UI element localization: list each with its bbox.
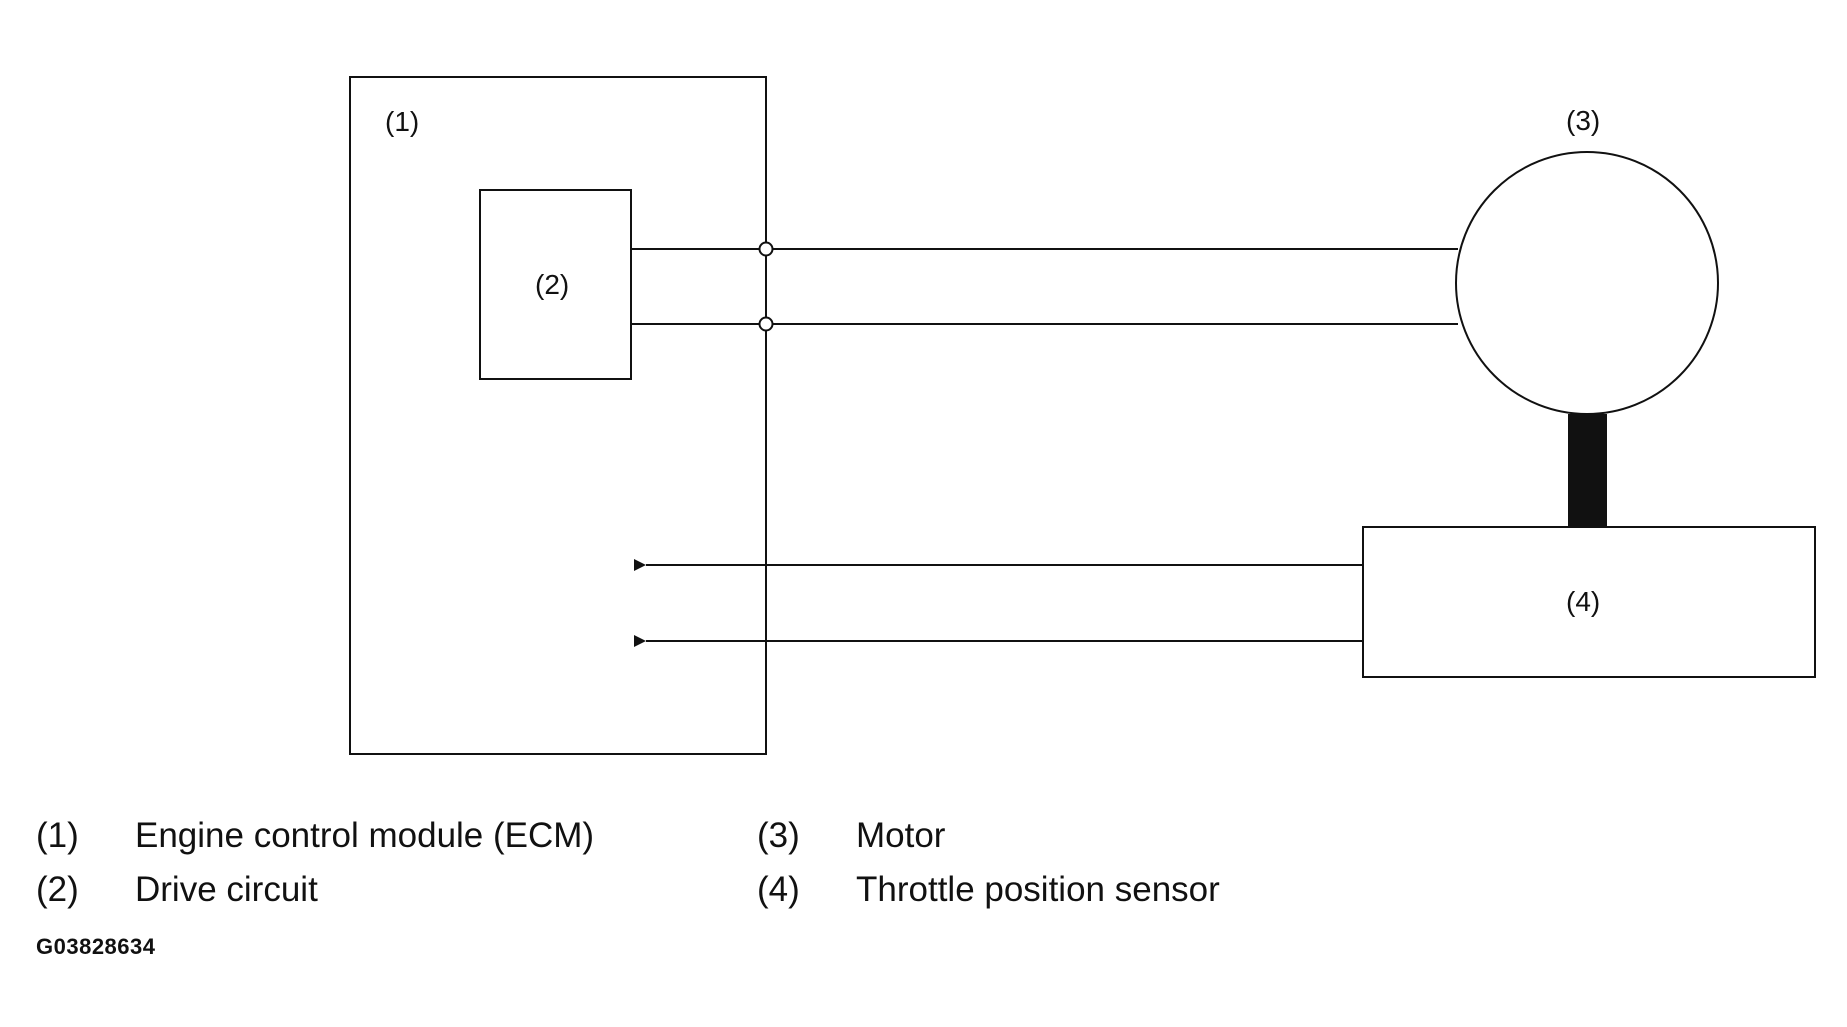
figure-id: G03828634: [36, 934, 156, 959]
drive-circuit-tag: (2): [535, 269, 569, 300]
motor-circle: [1455, 151, 1719, 415]
legend-label: Drive circuit: [135, 870, 318, 909]
sensor-box: [1362, 526, 1816, 678]
motor-shaft: [1568, 414, 1607, 528]
sensor-tag: (4): [1566, 586, 1600, 617]
legend-number: (4): [757, 870, 800, 909]
drive-circuit-box: [479, 189, 632, 380]
legend-number: (1): [36, 816, 79, 855]
legend-label: Throttle position sensor: [856, 870, 1220, 909]
motor-tag: (3): [1566, 105, 1600, 136]
legend-number: (3): [757, 816, 800, 855]
ecm-tag: (1): [385, 106, 419, 137]
legend-number: (2): [36, 870, 79, 909]
connector-upper: [758, 241, 774, 257]
connector-lower: [758, 316, 774, 332]
legend-label: Engine control module (ECM): [135, 816, 595, 855]
legend-label: Motor: [856, 816, 946, 855]
ecm-box: [349, 76, 767, 755]
